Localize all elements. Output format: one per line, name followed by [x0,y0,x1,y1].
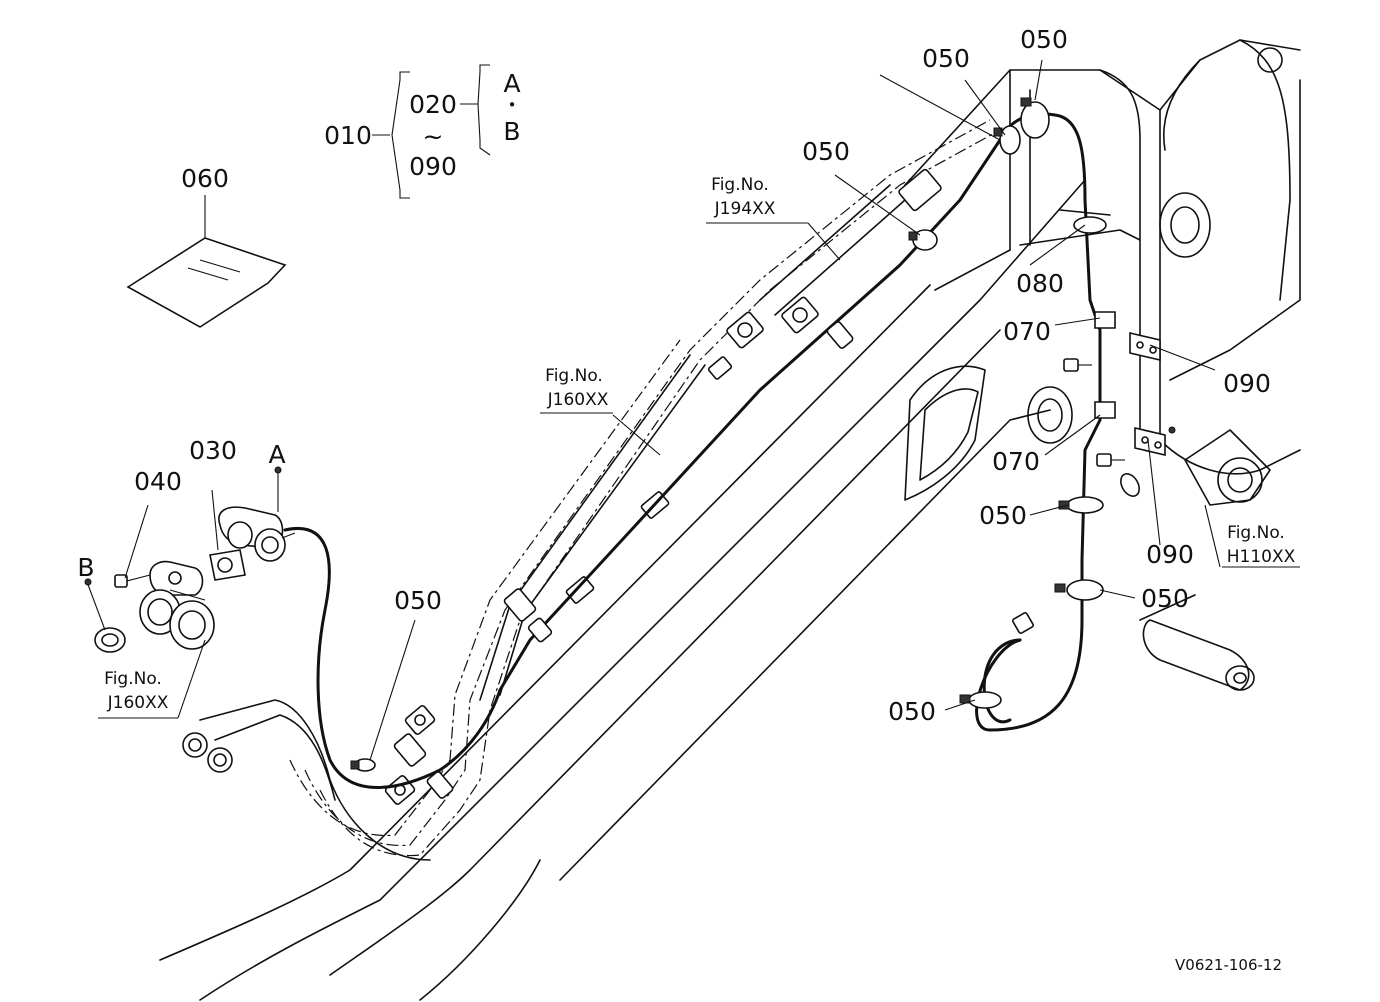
label-090-range: 090 [409,152,457,181]
connector-a-assembly [218,506,296,562]
wire-harness [283,74,1102,789]
cable-ties [350,97,1107,772]
hydraulic-pipes [199,119,1001,861]
pipe-clamps [393,321,854,799]
fig-ref-j194-code: J194XX [714,199,776,219]
label-040: 040 [134,467,182,496]
figure-references: Fig.No. J194XX Fig.No. J160XX Fig.No. J1… [104,175,1295,713]
pivot-bosses [1027,47,1283,503]
label-connector-b: B [77,553,94,582]
drawing-reference-number: V0621-106-12 [1175,956,1282,974]
fig-ref-j160-left-code: J160XX [107,693,169,713]
label-050-right-c: 050 [888,697,936,726]
mounting-plate-030 [209,549,246,581]
label-050-right-b: 050 [1141,584,1189,613]
label-070-lower: 070 [992,447,1040,476]
bracket-housing [139,560,215,650]
fig-ref-h110-title: Fig.No. [1227,523,1285,543]
fig-ref-j160-left-title: Fig.No. [104,669,162,689]
label-connector-a: A [268,440,285,469]
assembly-summary: 010 020 ~ 090 A • B [324,64,521,199]
bolt-040 [114,574,151,588]
part-number-labels: 060 030 040 A B 050 050 050 050 080 070 … [77,25,1270,726]
cap-b [94,627,126,653]
leader-lines [84,59,1300,761]
fig-ref-h110-code: H110XX [1227,547,1296,567]
label-circuit-dot: • [508,96,517,114]
label-050-top-right: 050 [1020,25,1068,54]
label-range-tilde: ~ [423,122,444,151]
label-090-upper: 090 [1223,369,1271,398]
label-070-upper: 070 [1003,317,1051,346]
label-circuit-a: A [503,69,520,98]
label-050-right-a: 050 [979,501,1027,530]
brackets [1063,311,1176,497]
boom-arm-outline [159,39,1301,1001]
pipe-fittings [182,168,942,805]
label-020: 020 [409,90,457,119]
harness-connector-right [1012,612,1034,634]
label-050-left: 050 [394,586,442,615]
manual-060 [126,237,287,328]
label-030: 030 [189,436,237,465]
label-080: 080 [1016,269,1064,298]
label-050-top-left: 050 [922,44,970,73]
fig-ref-j194-title: Fig.No. [711,175,769,195]
label-050-mid: 050 [802,137,850,166]
label-090-lower: 090 [1146,540,1194,569]
label-010: 010 [324,121,372,150]
label-060: 060 [181,164,229,193]
fig-ref-j160-mid-code: J160XX [547,390,609,410]
boom-cylinder [1139,594,1255,691]
fig-ref-j160-mid-title: Fig.No. [545,366,603,386]
label-circuit-b: B [503,117,520,146]
